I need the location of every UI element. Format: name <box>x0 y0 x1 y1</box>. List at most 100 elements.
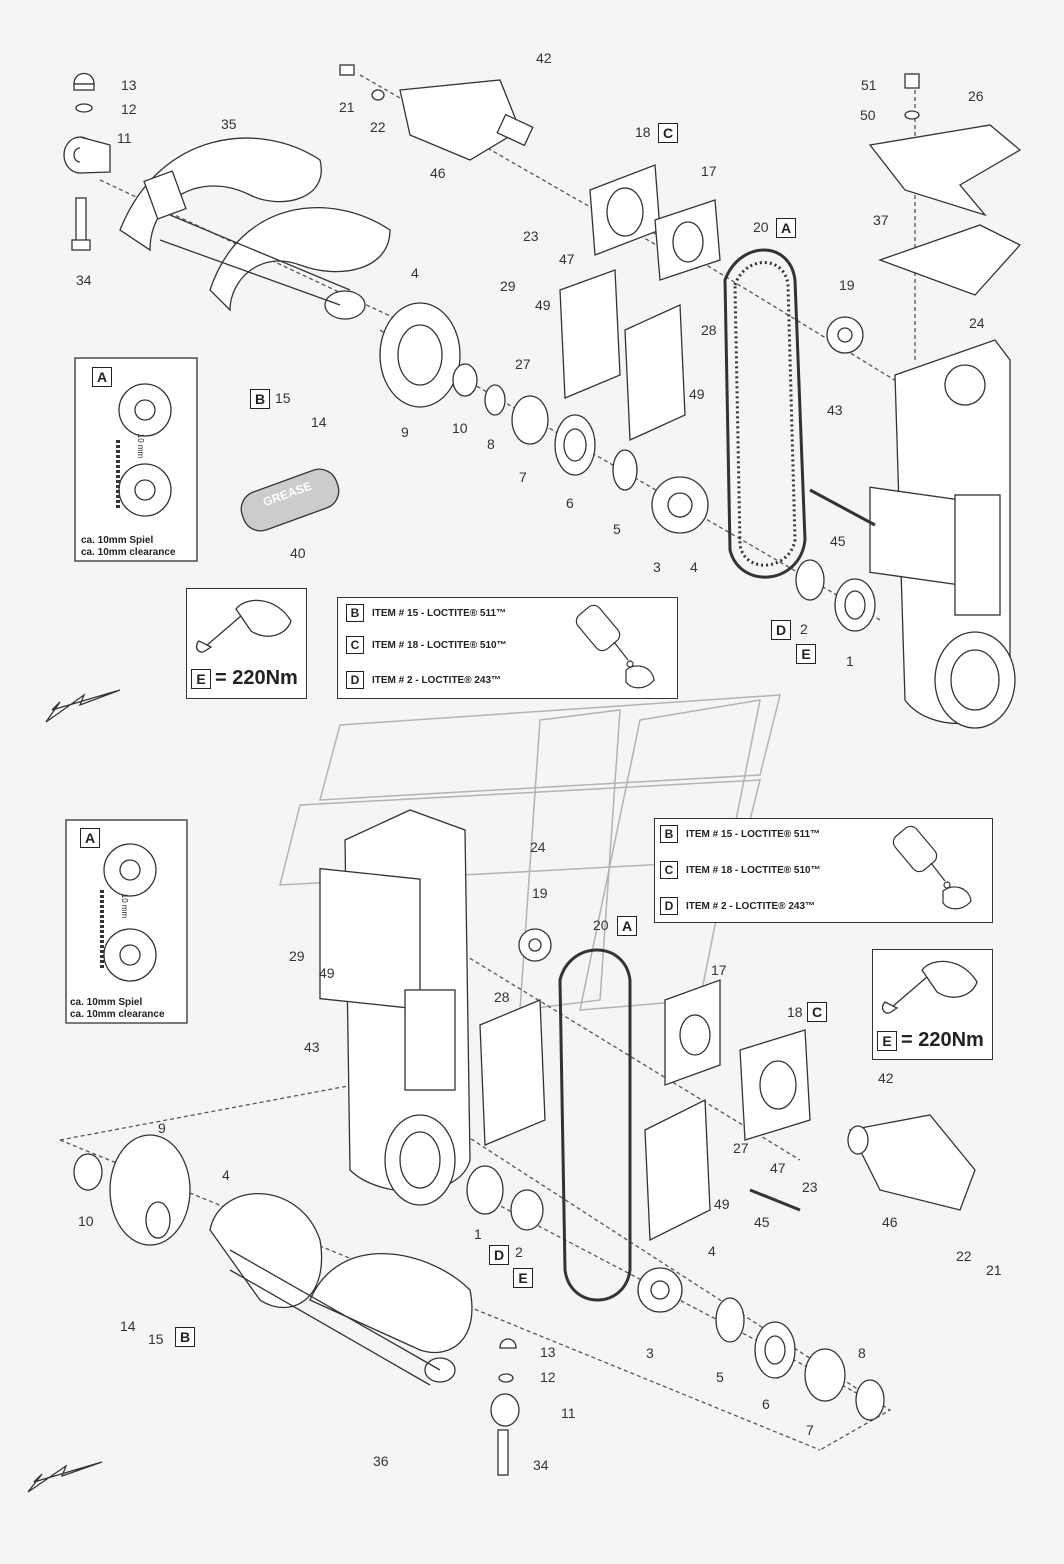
part-label: 11 <box>117 130 132 146</box>
part-label: 19 <box>532 885 548 901</box>
auger-top <box>119 137 391 320</box>
note-text: ITEM # 2 - LOCTITE® 243™ <box>372 674 502 686</box>
torque-panel-bottom: E= 220Nm <box>872 949 993 1060</box>
part-label: 20 <box>593 917 609 933</box>
part-label: 47 <box>559 251 575 267</box>
note-row: D ITEM # 2 - LOCTITE® 243™ <box>660 897 815 915</box>
ref-letter-a: A <box>617 916 637 936</box>
part-label: 4 <box>411 265 419 281</box>
detail-caption-top: ca. 10mm Spiel ca. 10mm clearance <box>81 535 176 559</box>
part-label: 6 <box>566 495 574 511</box>
part-label: 4 <box>222 1167 230 1183</box>
bolt-45-top <box>809 488 876 527</box>
part-label: 8 <box>487 436 495 452</box>
torque-spec: E= 220Nm <box>877 1029 984 1052</box>
motor-46-bottom <box>847 1114 976 1211</box>
part-label: 29 <box>500 278 516 294</box>
direction-arrow-bottom <box>27 1461 103 1493</box>
part-label: 5 <box>613 521 621 537</box>
ref-letter-a: A <box>776 218 796 238</box>
note-row: C ITEM # 18 - LOCTITE® 510™ <box>660 861 821 879</box>
part-label: 8 <box>858 1345 866 1361</box>
part-label: 3 <box>653 559 661 575</box>
part-label: 21 <box>986 1262 1002 1278</box>
part-label: 6 <box>762 1396 770 1412</box>
part-label: 4 <box>708 1243 716 1259</box>
part-label: 22 <box>956 1248 972 1264</box>
part-label: 43 <box>827 402 843 418</box>
part-label: 29 <box>289 948 305 964</box>
part-label: 26 <box>968 88 984 104</box>
part-label: 24 <box>530 839 546 855</box>
wrench-icon <box>881 960 978 1014</box>
part-label: 34 <box>533 1457 549 1473</box>
detail-caption-line: ca. 10mm clearance <box>70 1009 165 1020</box>
note-text: ITEM # 2 - LOCTITE® 243™ <box>686 900 816 912</box>
part-label: 21 <box>339 99 355 115</box>
part-label: 3 <box>646 1345 654 1361</box>
part-label: 47 <box>770 1160 786 1176</box>
loctite-bottle-icon <box>575 604 655 689</box>
part-label: 18 <box>787 1004 803 1020</box>
detail-caption-line: ca. 10mm clearance <box>81 547 176 558</box>
chain-bottom <box>558 948 632 1302</box>
part-label: 27 <box>733 1140 749 1156</box>
torque-value: = 220Nm <box>215 667 298 689</box>
detail-dim: 10 mm <box>120 893 130 919</box>
note-text: ITEM # 18 - LOCTITE® 510™ <box>686 864 821 876</box>
ref-letter-e: E <box>513 1268 533 1288</box>
part-label: 17 <box>701 163 717 179</box>
part-label: 45 <box>830 533 846 549</box>
ref-letter-d: D <box>489 1245 509 1265</box>
chain-top <box>723 248 807 579</box>
wrench-icon <box>195 599 292 653</box>
note-text: ITEM # 15 - LOCTITE® 511™ <box>686 828 821 840</box>
part-label: 46 <box>430 165 446 181</box>
part-label: 10 <box>78 1213 94 1229</box>
part-label: 17 <box>711 962 727 978</box>
note-letter: C <box>660 861 678 879</box>
part-label: 45 <box>754 1214 770 1230</box>
part-label: 10 <box>452 420 468 436</box>
part-label: 20 <box>753 219 769 235</box>
part-label: 9 <box>158 1120 166 1136</box>
part-label: 46 <box>882 1214 898 1230</box>
plates-top <box>559 164 721 441</box>
part-label: 18 <box>635 124 651 140</box>
part-label: 28 <box>701 322 717 338</box>
part-label: 15 <box>148 1331 164 1347</box>
watermark-logo <box>279 694 781 1011</box>
torque-letter: E <box>877 1030 897 1051</box>
part-label: 34 <box>76 272 92 288</box>
torque-value: = 220Nm <box>901 1029 984 1051</box>
part-label: 24 <box>969 315 985 331</box>
detail-dim: 10 mm <box>136 433 146 459</box>
part-label: 43 <box>304 1039 320 1055</box>
torque-spec: E= 220Nm <box>191 667 298 690</box>
note-text: ITEM # 18 - LOCTITE® 510™ <box>372 639 507 651</box>
detail-label-a: A <box>92 367 112 387</box>
part-label: 49 <box>319 965 335 981</box>
part-label: 13 <box>121 77 137 93</box>
detail-caption-line: ca. 10mm Spiel <box>81 535 154 546</box>
part-label: 12 <box>540 1369 556 1385</box>
housing-9-top <box>379 302 709 534</box>
part-label: 4 <box>690 559 698 575</box>
bracket-26-37 <box>868 73 1022 296</box>
note-row: B ITEM # 15 - LOCTITE® 511™ <box>346 604 506 622</box>
part-label: 11 <box>561 1405 576 1421</box>
direction-arrow-top <box>45 689 121 723</box>
detail-label-a: A <box>80 828 100 848</box>
part-label: 37 <box>873 212 889 228</box>
note-text: ITEM # 15 - LOCTITE® 511™ <box>372 607 507 619</box>
note-letter: B <box>346 604 364 622</box>
note-letter: D <box>660 897 678 915</box>
part-label: 1 <box>846 653 854 669</box>
ref-letter-c: C <box>658 123 678 143</box>
detail-caption-bottom: ca. 10mm Spiel ca. 10mm clearance <box>70 997 165 1021</box>
